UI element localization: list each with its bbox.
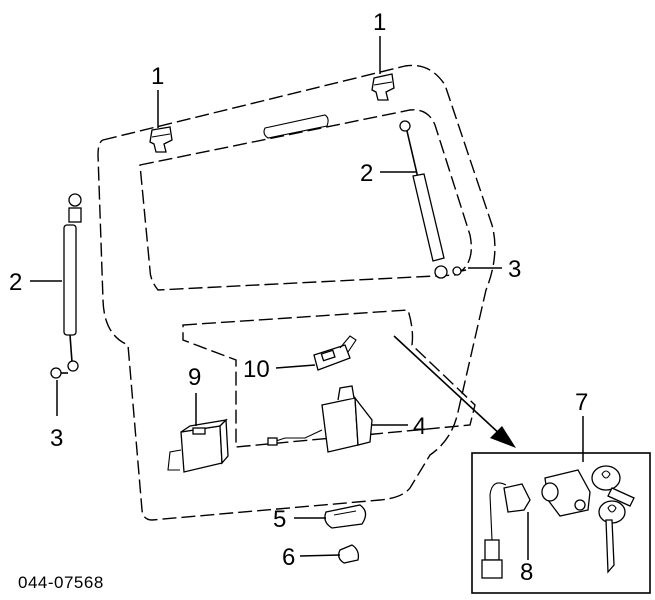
- bolt-right-part: [452, 266, 467, 276]
- callout-handle: 5: [273, 506, 286, 533]
- detail-arrow: [393, 335, 516, 448]
- callout-clip: 6: [282, 544, 295, 571]
- handle-part: [324, 504, 367, 529]
- callout-control-unit: 9: [188, 364, 201, 391]
- strut-right-part: [399, 120, 448, 279]
- callout-strut-right: 2: [360, 160, 373, 187]
- tailgate-outline: [97, 64, 496, 521]
- strut-left-part: [63, 193, 82, 372]
- callout-labels: 1 1 2 2 3 3 4 5 6 7 8 9 10: [9, 9, 588, 586]
- callout-bolt-right: 3: [508, 256, 521, 283]
- control-unit-part: [167, 418, 229, 473]
- callout-bolt-left: 3: [50, 425, 63, 452]
- bolt-left-part: [50, 367, 68, 379]
- leader-lines: [30, 36, 584, 560]
- cylinder-housing-part: [541, 469, 591, 517]
- callout-switch: 10: [243, 356, 270, 383]
- clip-part: [338, 544, 360, 564]
- lock-set-detail-box: [471, 452, 651, 594]
- hinge-right-part: [371, 73, 395, 101]
- callout-hinge-right: 1: [373, 9, 386, 36]
- lock-actuator-part: [267, 385, 373, 453]
- lock-cylinder-part: [481, 482, 531, 579]
- switch-part: [313, 335, 357, 371]
- hinge-left-part: [149, 126, 173, 153]
- callout-lock-set: 7: [575, 389, 588, 416]
- keys-part: [591, 465, 635, 574]
- callout-hinge-left: 1: [151, 63, 164, 90]
- callout-lock-cylinder: 8: [520, 559, 533, 586]
- callout-strut-left: 2: [9, 269, 22, 296]
- callout-lock-actuator: 4: [413, 413, 426, 440]
- figure-code: 044-07568: [18, 573, 104, 592]
